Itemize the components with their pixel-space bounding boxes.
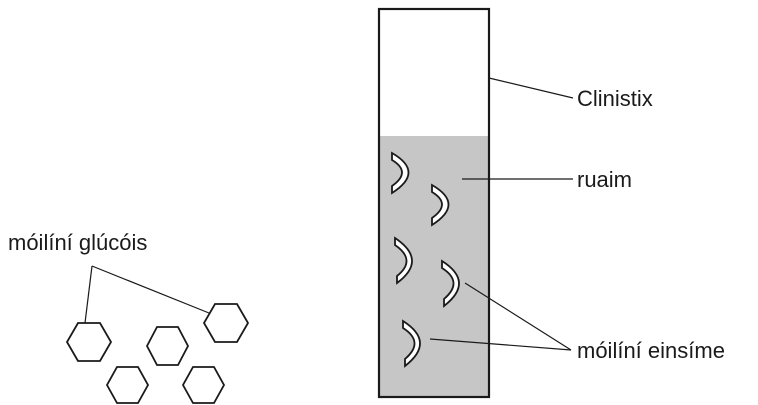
glucose-leader-right <box>91 265 210 314</box>
enzyme-molecule <box>394 236 413 285</box>
glucose-molecule <box>202 303 250 343</box>
glucose-molecule <box>105 366 150 404</box>
glucose-molecule <box>145 326 190 366</box>
enzyme-leader-upper <box>464 282 572 351</box>
glucose-label: móilíní glúcóis <box>8 230 147 255</box>
labels: Clinistix ruaim móilíní glúcóis móilíní … <box>8 86 725 363</box>
enzyme-molecule <box>391 151 410 195</box>
glucose-molecule <box>65 322 113 362</box>
enzyme-molecule <box>402 319 421 368</box>
leader-lines <box>84 77 574 351</box>
enzyme-molecule <box>431 183 450 227</box>
enzyme-layer <box>379 136 489 397</box>
clinistix-leader <box>488 77 574 99</box>
clinistix-label: Clinistix <box>577 86 653 111</box>
enzyme-label: móilíní einsíme <box>577 338 725 363</box>
strip-outline <box>377 7 491 399</box>
enzyme-leader-lower <box>429 338 572 351</box>
enzyme-molecule <box>441 259 460 308</box>
glucose-molecule <box>181 366 226 404</box>
ruaim-label: ruaim <box>577 167 632 192</box>
enzyme-molecules <box>391 151 460 368</box>
glucose-leader-left <box>84 265 93 324</box>
glucose-molecules <box>65 303 250 404</box>
